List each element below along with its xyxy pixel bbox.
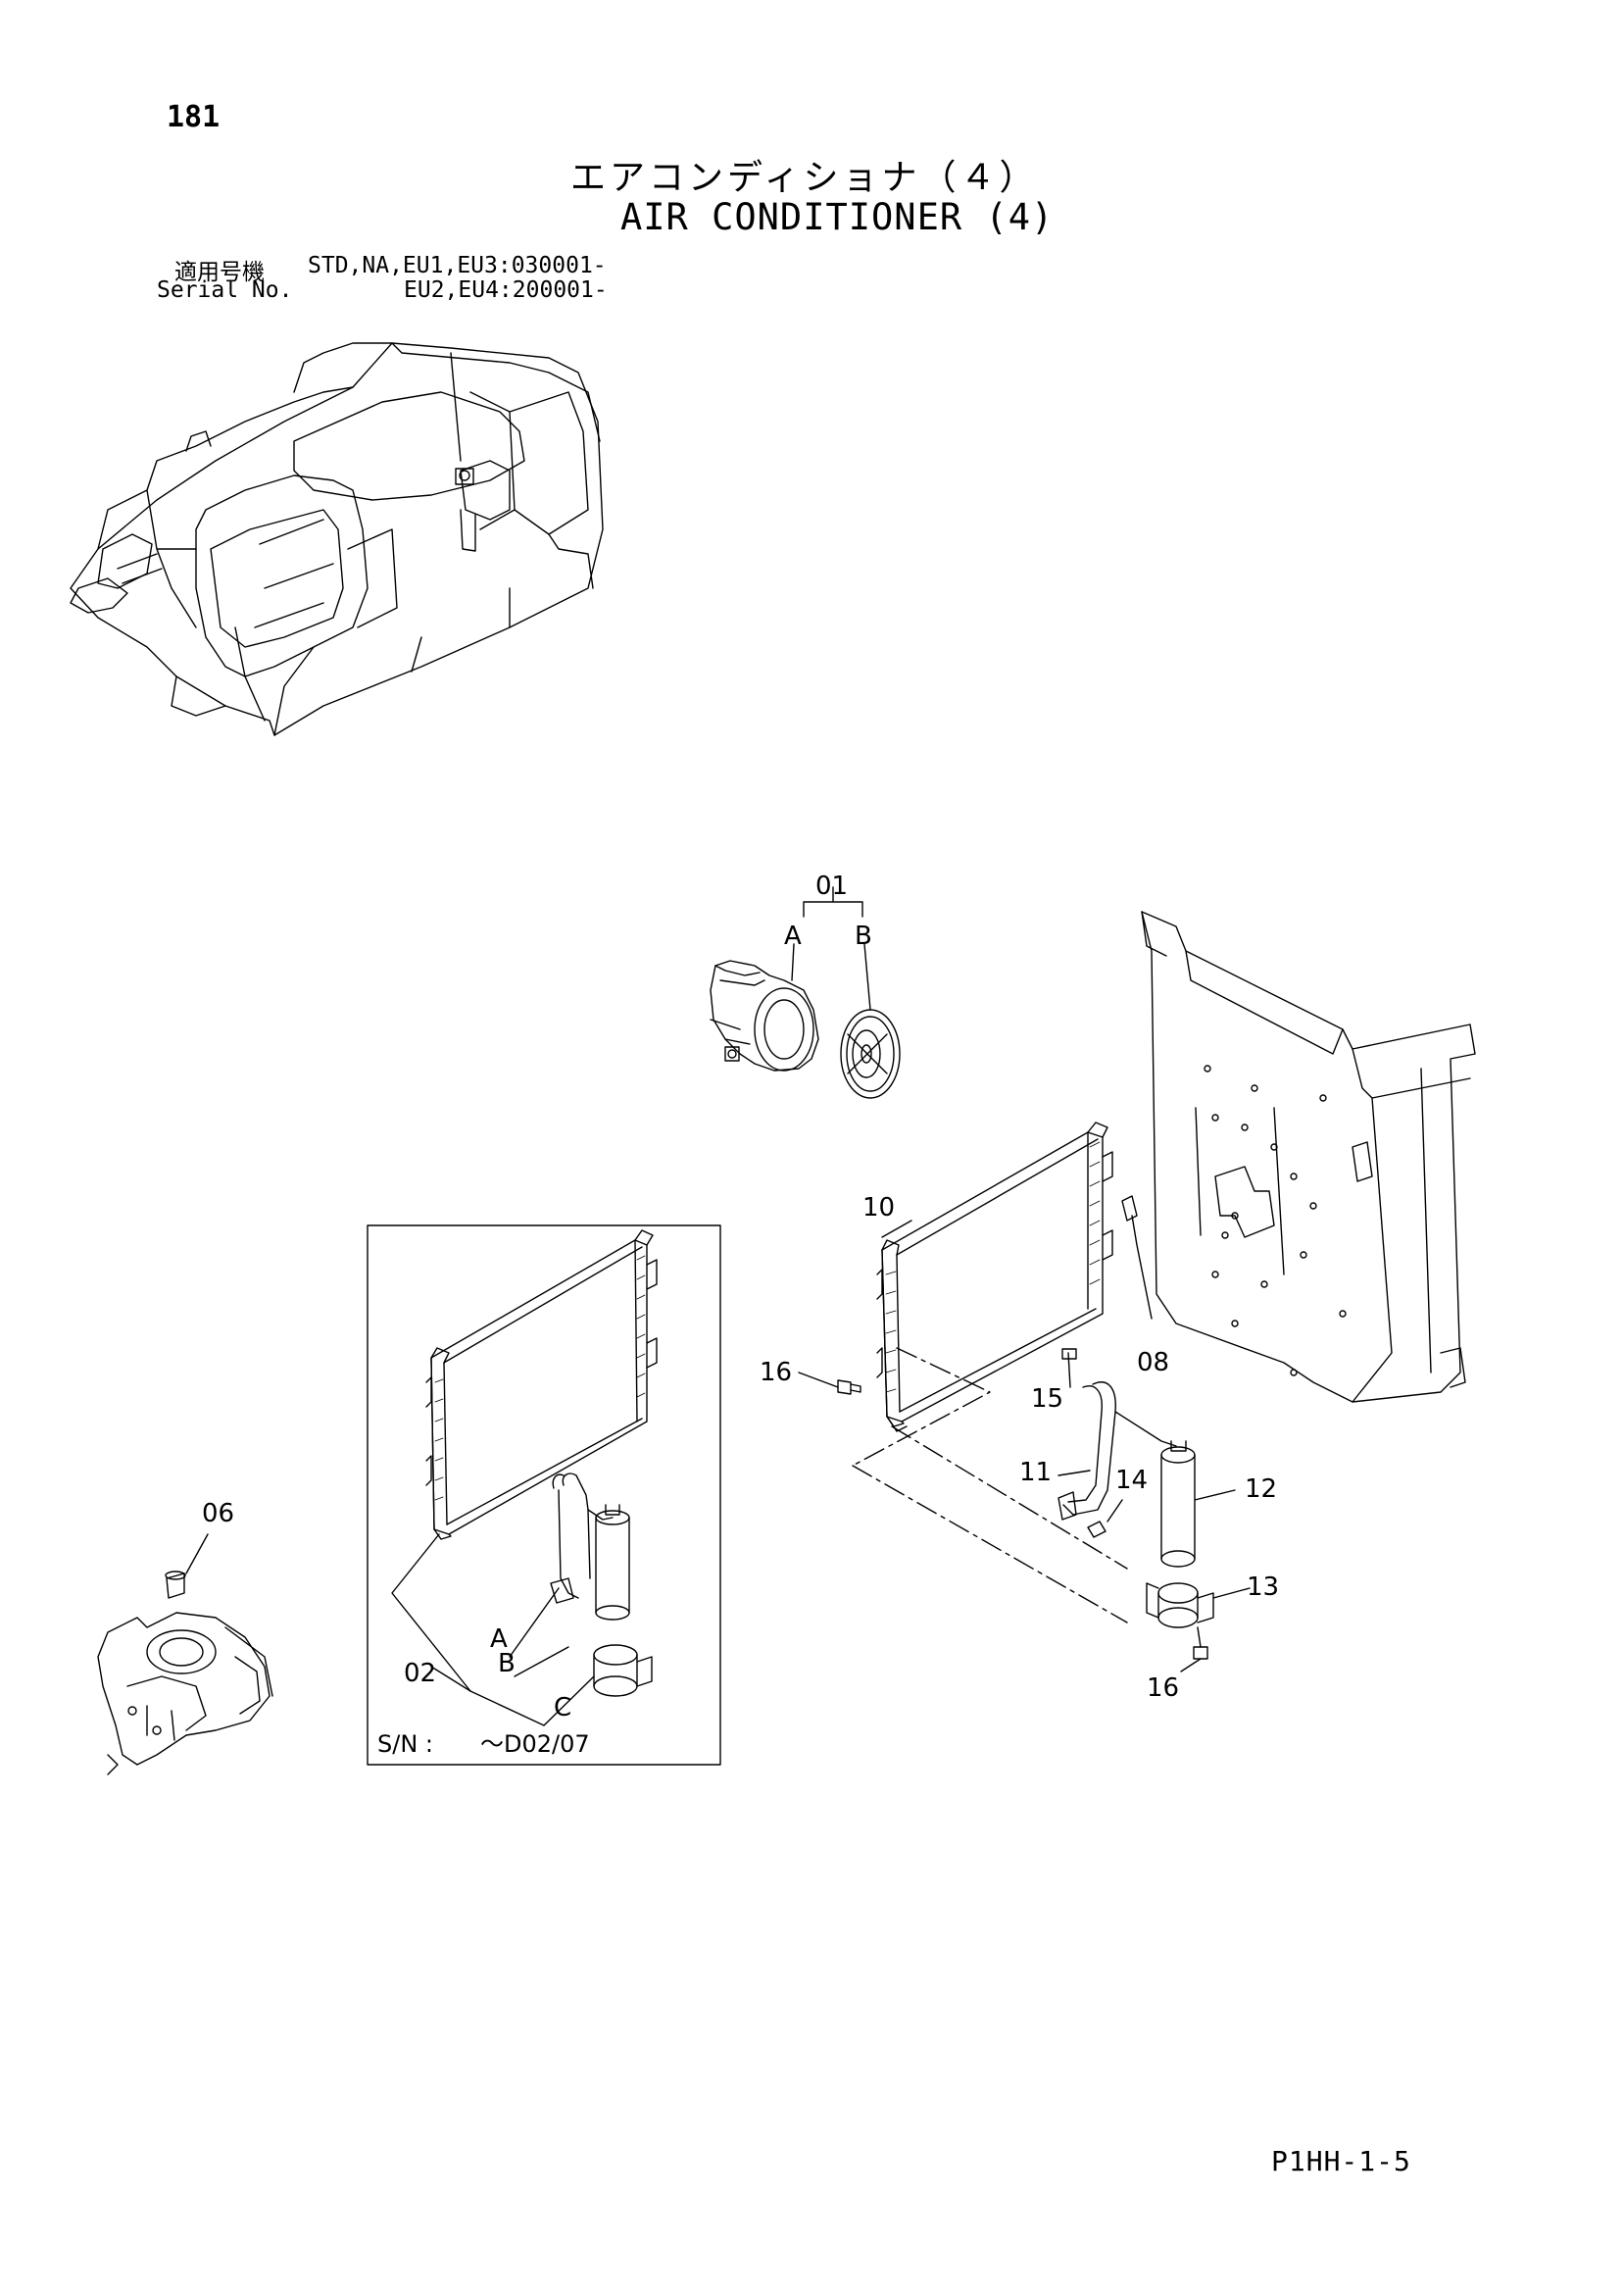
callout-02: 02 [404, 1659, 436, 1688]
callout-01-bracket [791, 886, 871, 1011]
callout-02-c: C [554, 1693, 571, 1722]
side-cover-panel-illustration [1121, 911, 1476, 1403]
callout-02-a: A [490, 1624, 508, 1654]
inset-pipe-illustration [550, 1472, 614, 1604]
callout-01-b: B [855, 922, 872, 951]
serial-label-japanese: 適用号機 [174, 260, 265, 285]
engine-bracket-illustration [97, 1612, 273, 1775]
callout-15: 15 [1031, 1384, 1063, 1414]
inset-serial-label: S/N : [377, 1730, 433, 1758]
callout-01: 01 [815, 872, 848, 901]
callout-16-lower: 16 [1147, 1673, 1179, 1703]
serial-range-1: STD,NA,EU1,EU3:030001- [308, 253, 607, 278]
bolt-16-upper [798, 1372, 861, 1395]
part-06-illustration [165, 1533, 209, 1599]
machine-overview-illustration [70, 342, 604, 736]
leader-10 [881, 1220, 912, 1238]
callout-11: 11 [1019, 1458, 1052, 1487]
assembly-projection-lines [852, 1347, 1128, 1623]
inset-frame [367, 1224, 721, 1766]
callout-16-upper: 16 [760, 1358, 792, 1387]
inset-callout-leaders [391, 1533, 595, 1726]
pipe-11-illustration [1057, 1348, 1177, 1521]
inset-condenser-illustration [425, 1229, 658, 1540]
clutch-illustration [840, 1009, 901, 1099]
callout-08: 08 [1137, 1348, 1169, 1377]
callout-12: 12 [1245, 1474, 1277, 1504]
callout-01-a: A [784, 922, 802, 951]
inset-receiver-illustration [595, 1504, 630, 1621]
callout-13: 13 [1247, 1572, 1279, 1602]
inset-clamp-illustration [593, 1644, 653, 1697]
callout-02-b: B [498, 1649, 516, 1678]
clamp-bracket-13 [1146, 1582, 1251, 1628]
page-code: P1HH-1-5 [1271, 2145, 1411, 2177]
serial-label: Serial No. [157, 277, 293, 303]
bolt-16-lower [1180, 1626, 1208, 1672]
callout-06: 06 [202, 1499, 234, 1528]
callout-14: 14 [1115, 1466, 1148, 1495]
bolt-14 [1087, 1499, 1123, 1538]
receiver-dryer-illustration [1160, 1440, 1236, 1568]
leader-08 [1131, 1215, 1153, 1320]
compressor-illustration [710, 960, 819, 1072]
inset-serial-range: ～D02/07 [480, 1730, 590, 1758]
serial-range-2: EU2,EU4:200001- [404, 277, 608, 303]
condenser-illustration [876, 1122, 1113, 1432]
callout-10: 10 [862, 1193, 895, 1223]
page-title: AIR CONDITIONER (4) [620, 196, 1055, 238]
page-title-japanese: エアコンディショナ（４） [570, 158, 1039, 198]
page-number: 181 [167, 100, 221, 134]
leader-11 [1057, 1470, 1091, 1476]
